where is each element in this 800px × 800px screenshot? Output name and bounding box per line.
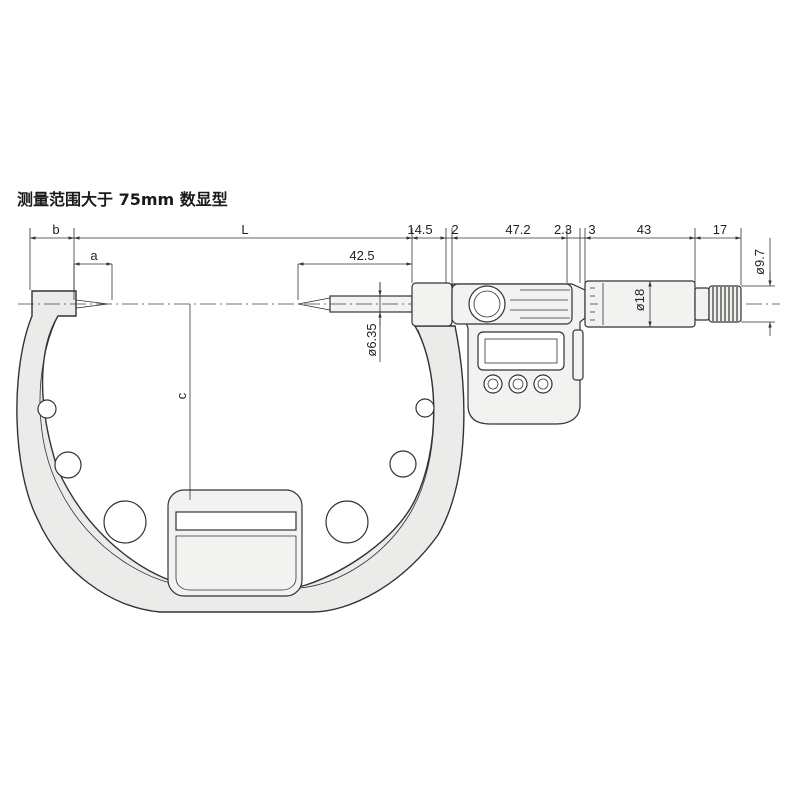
- button-icon: [508, 374, 528, 394]
- dim-label-17: 17: [713, 222, 727, 237]
- dim-label-dia-18: ø18: [632, 289, 647, 311]
- dim-label-47-2: 47.2: [505, 222, 530, 237]
- dim-label-c: c: [174, 392, 189, 399]
- dim-label-42-5: 42.5: [349, 248, 374, 263]
- dim-label-14-5: 14.5: [407, 222, 432, 237]
- dim-label-L: L: [241, 222, 248, 237]
- diagram-title: 测量范围大于 75mm 数显型: [17, 190, 228, 209]
- lcd-display: [477, 331, 565, 371]
- button-icon: [483, 374, 503, 394]
- heat-insulator: [167, 489, 303, 597]
- frame-hole: [325, 500, 369, 544]
- dim-label-3: 3: [588, 222, 595, 237]
- dim-label-2-3: 2.3: [554, 222, 572, 237]
- dim-label-a: a: [90, 248, 98, 263]
- dim-label-dia-6-35: ø6.35: [364, 323, 379, 356]
- dim-label-b: b: [52, 222, 59, 237]
- frame-hole: [103, 500, 147, 544]
- frame-hole: [389, 450, 417, 478]
- dim-label-dia-9-7: ø9.7: [752, 249, 767, 275]
- frame-hole: [37, 399, 57, 419]
- dim-label-43: 43: [637, 222, 651, 237]
- button-icon: [533, 374, 553, 394]
- frame-hole: [54, 451, 82, 479]
- dim-label-2: 2: [451, 222, 458, 237]
- frame-hole: [415, 398, 435, 418]
